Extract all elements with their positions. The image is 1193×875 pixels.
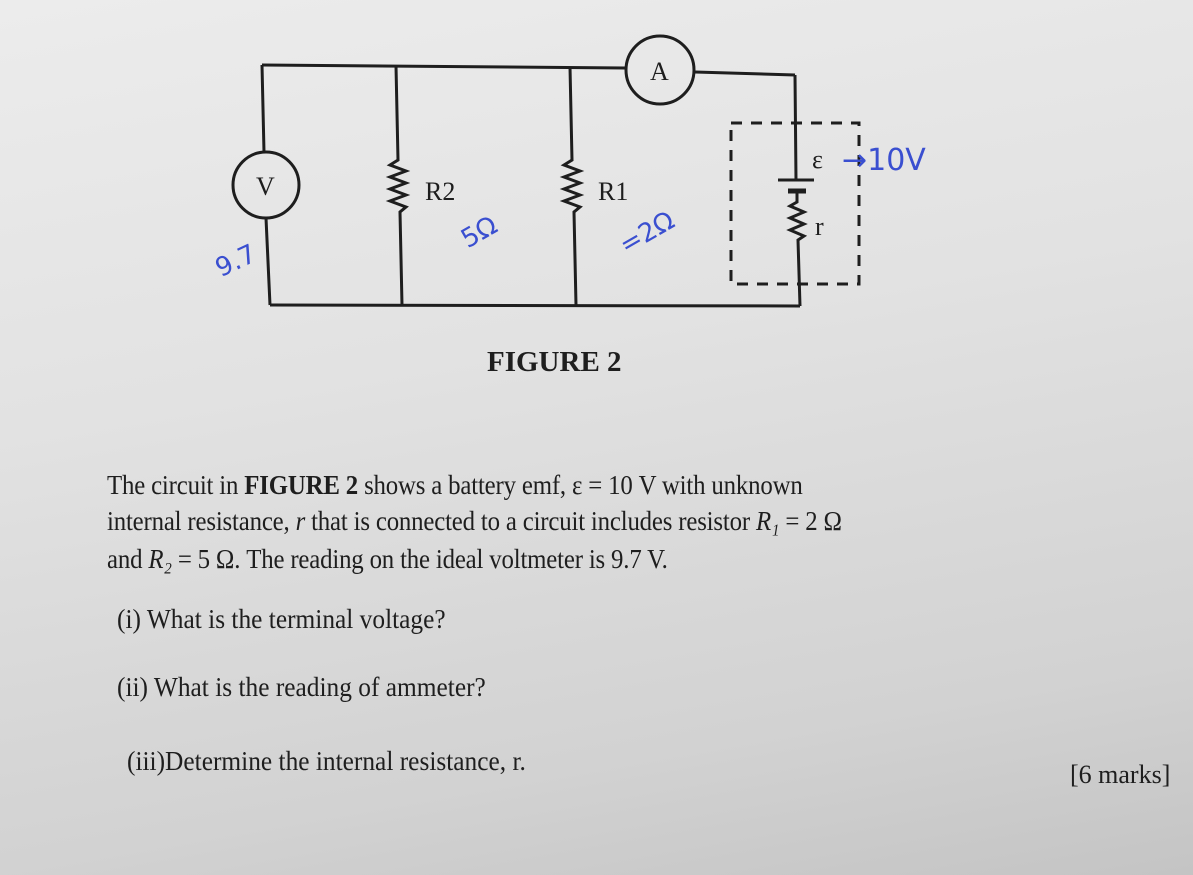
circuit-diagram: V A R2 R1 ε r 9.7 5Ω =2Ω →10V — [211, 34, 926, 308]
text: that is connected to a circuit includes … — [305, 506, 756, 536]
marks-text: [6 marks] — [1070, 760, 1171, 789]
internal-box — [729, 121, 861, 286]
ammeter-circle — [624, 34, 696, 106]
question-3: (iii)Determine the internal resistance, … — [127, 746, 526, 776]
figure-ref: FIGURE 2 — [244, 470, 359, 500]
text: and — [107, 544, 149, 574]
voltmeter-circle — [231, 150, 301, 220]
text: = 2 Ω — [779, 506, 842, 536]
emf-label: ε — [812, 145, 823, 174]
r2-wire — [385, 65, 411, 306]
var-r1: R₁ — [755, 506, 780, 536]
r1-label: R1 — [598, 177, 628, 206]
bottom-wire — [269, 303, 801, 308]
problem-line-2: internal resistance, r that is connected… — [107, 506, 842, 537]
problem-line-1: The circuit in FIGURE 2 shows a battery … — [107, 470, 803, 501]
handwritten-emf: →10V — [842, 143, 926, 178]
ammeter-label: A — [650, 57, 669, 86]
var-r2: R₂ — [148, 544, 172, 574]
figure-caption: FIGURE 2 — [487, 346, 622, 378]
var-r: r — [295, 506, 306, 536]
handwritten-r1: =2Ω — [614, 206, 679, 261]
text: The circuit in — [107, 470, 245, 500]
handwritten-voltage: 9.7 — [211, 239, 261, 284]
top-wire — [261, 63, 796, 77]
marks: [6 marks] — [1070, 760, 1170, 790]
internal-label: r — [815, 212, 824, 241]
text: internal resistance, — [107, 506, 296, 536]
battery-wire — [786, 74, 808, 307]
r1-wire — [559, 66, 585, 306]
problem-line-3: and R₂ = 5 Ω. The reading on the ideal v… — [107, 544, 668, 575]
voltmeter-label: V — [256, 172, 275, 201]
left-wire — [260, 64, 272, 306]
question-2: (ii) What is the reading of ammeter? — [117, 672, 486, 702]
text: shows a battery emf, ε = 10 V with unkno… — [358, 470, 803, 500]
question-1: (i) What is the terminal voltage? — [117, 604, 446, 634]
r2-label: R2 — [425, 177, 455, 206]
handwritten-r2: 5Ω — [456, 211, 503, 255]
text: = 5 Ω. The reading on the ideal voltmete… — [171, 544, 668, 574]
